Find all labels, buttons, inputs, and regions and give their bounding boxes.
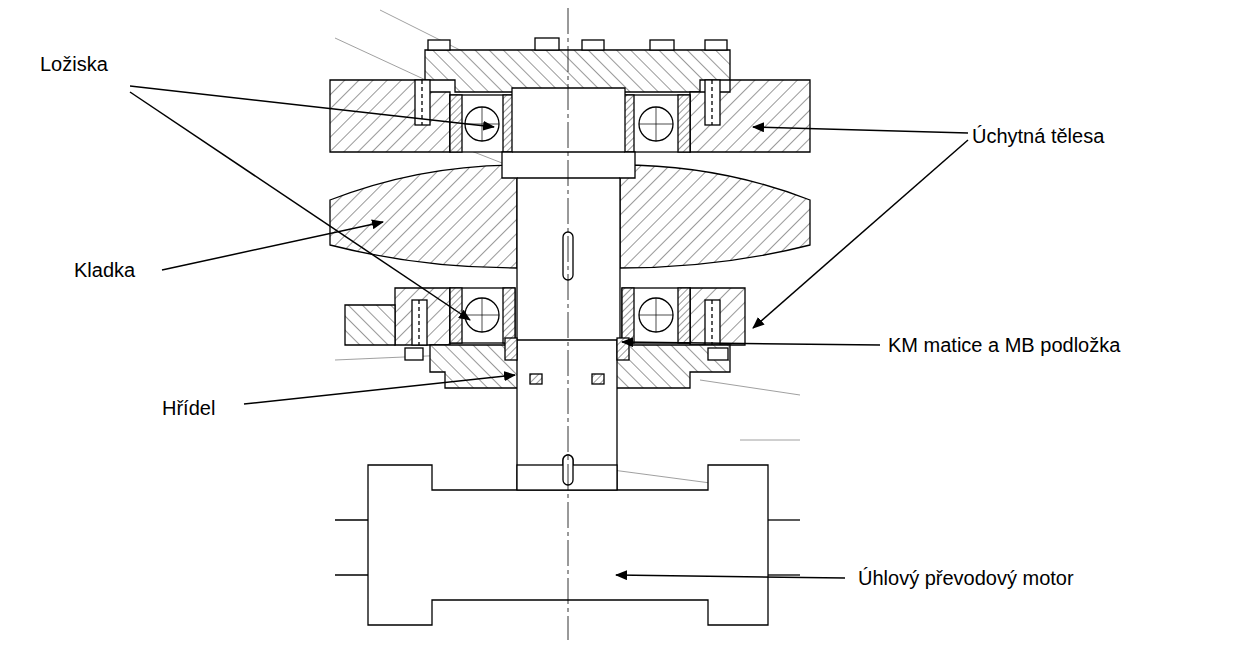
part-label: KM matice a MB podložka [886,333,1122,357]
part-label: Kladka [72,258,137,282]
part-label: Ložiska [38,52,110,76]
part-label: Úchytná tělesa [970,124,1106,148]
part-label: Hřídel [160,396,217,420]
part-label: Úhlový převodový motor [856,566,1076,590]
